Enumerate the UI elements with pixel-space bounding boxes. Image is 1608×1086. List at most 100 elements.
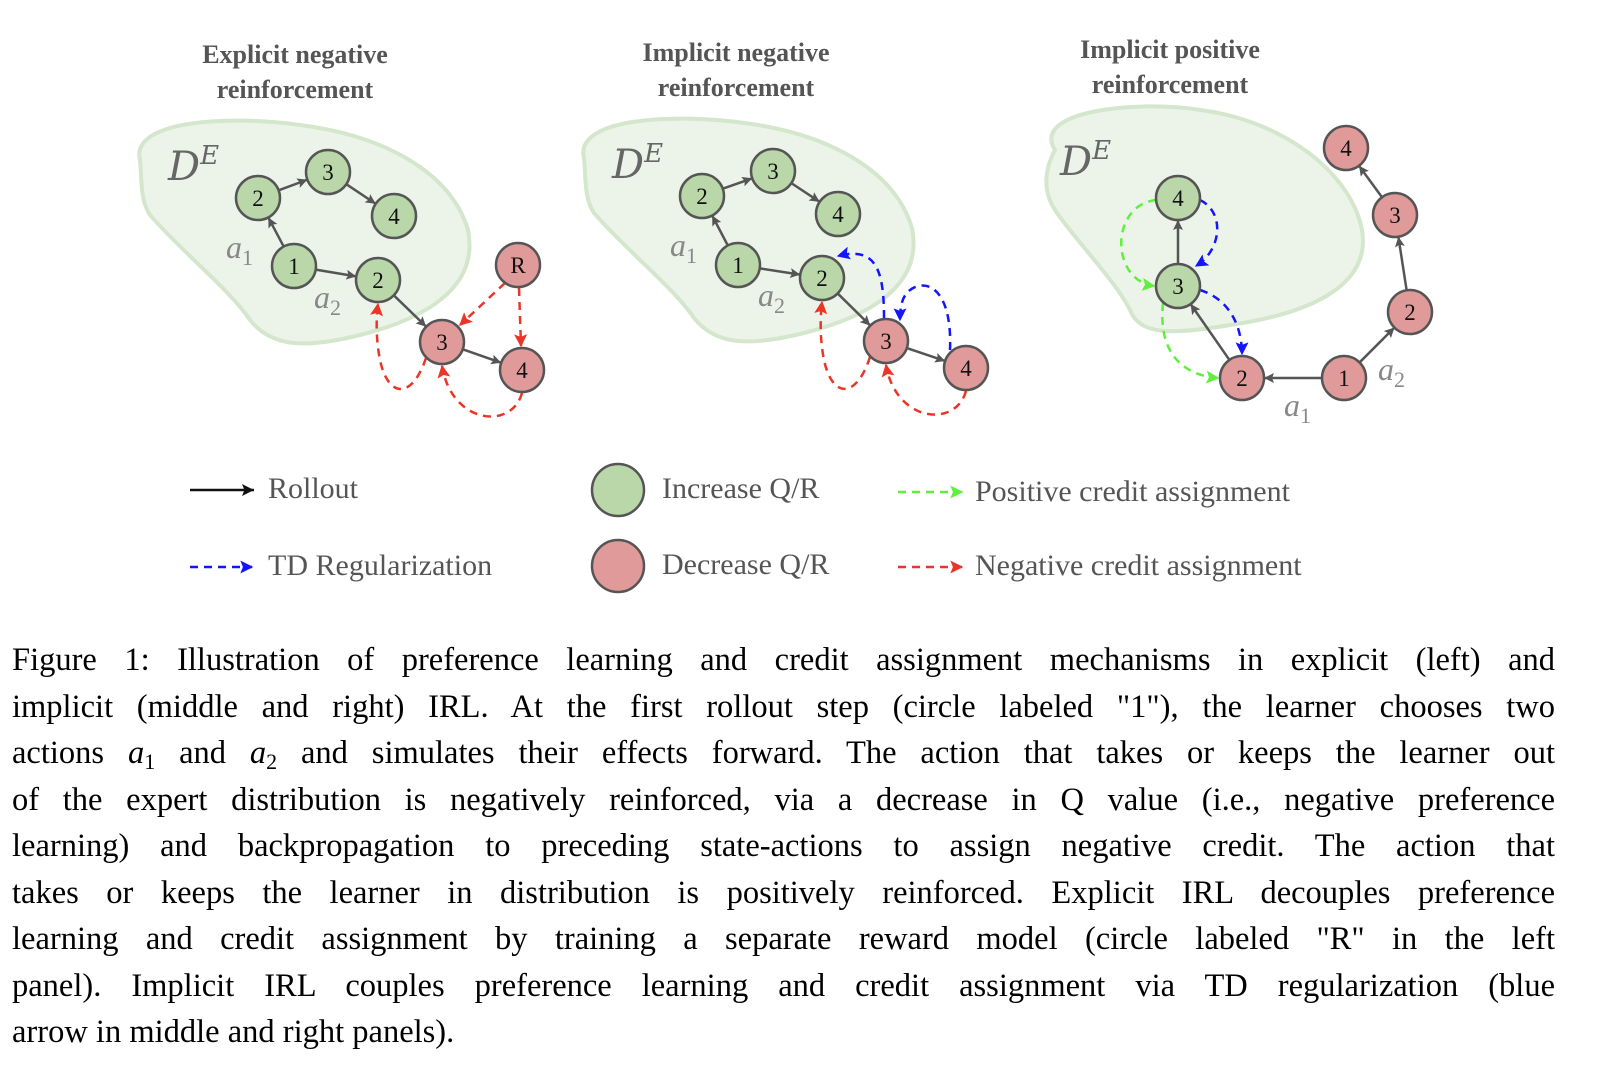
- caption-line: panel). Implicit IRL couples preference …: [12, 967, 1555, 1004]
- state-node-decrease: R: [494, 241, 542, 289]
- state-node-decrease: 3: [862, 317, 910, 365]
- td-regularization-arrow: [1199, 288, 1249, 356]
- positive-credit-arrow: [1161, 302, 1220, 384]
- node-label: 2: [252, 186, 264, 211]
- rollout-arrow: [267, 217, 285, 248]
- node-label: 1: [732, 253, 744, 278]
- panel-title-explicit-negative: Explicit negative reinforcement: [135, 37, 455, 107]
- node-label: 2: [1236, 366, 1248, 391]
- caption-line: arrow in middle and right panels).: [12, 1014, 455, 1050]
- node-label: 2: [1404, 300, 1416, 325]
- node-circle: [1371, 191, 1419, 239]
- panel-title-implicit-positive: Implicit positive reinforcement: [1010, 32, 1330, 102]
- node-label: 2: [372, 268, 384, 293]
- node-circle: [418, 318, 466, 366]
- node-circle: [714, 241, 762, 289]
- node-label: 1: [1338, 366, 1350, 391]
- node-circle: [1322, 124, 1370, 172]
- node-circle: [494, 241, 542, 289]
- state-node-increase: 2: [354, 256, 402, 304]
- rollout-arrow: [836, 292, 871, 326]
- expert-distribution-label: DE: [167, 141, 219, 190]
- state-node-increase: 3: [749, 147, 797, 195]
- state-node-increase: 2: [234, 174, 282, 222]
- caption-text: and simulates their effects forward. The…: [301, 735, 1555, 771]
- math-sub: 2: [266, 749, 278, 774]
- rollout-arrow: [1394, 236, 1408, 291]
- node-label: 3: [436, 330, 448, 355]
- node-circle: [354, 256, 402, 304]
- rollout-arrow: [1358, 165, 1384, 198]
- legend-negative-label: Negative credit assignment: [975, 549, 1302, 582]
- node-label: 2: [696, 184, 708, 209]
- legend-td-label: TD Regularization: [268, 549, 493, 582]
- state-node-increase: 4: [370, 192, 418, 240]
- caption-line: learning and credit assignment by traini…: [12, 921, 1555, 957]
- state-node-increase: 3: [304, 148, 352, 196]
- state-node-decrease: 1: [1320, 354, 1368, 402]
- rollout-arrow: [315, 268, 357, 280]
- state-node-decrease: 4: [498, 346, 546, 394]
- rollout-arrow: [711, 215, 729, 247]
- figure-caption: Figure 1: Illustration of preference lea…: [12, 637, 1555, 1056]
- node-circle: [678, 172, 726, 220]
- node-label: 3: [880, 329, 892, 354]
- node-label: 4: [832, 202, 844, 227]
- rollout-arrow: [392, 294, 427, 327]
- state-node-decrease: 2: [1386, 288, 1434, 336]
- state-node-decrease: 3: [418, 318, 466, 366]
- legend-decrease-circle: [590, 538, 646, 594]
- caption-line: actions a1 and a2 and simulates their ef…: [12, 730, 1555, 777]
- caption-line: learning) and backpropagation to precedi…: [12, 828, 1555, 864]
- node-label: 4: [516, 358, 528, 383]
- node-circle: [304, 148, 352, 196]
- panel-title-line: reinforcement: [1091, 70, 1249, 99]
- rollout-arrow: [722, 176, 753, 190]
- action-label-a2: a2: [1378, 351, 1405, 392]
- legend-positive-label: Positive credit assignment: [975, 475, 1290, 508]
- state-node-increase: 4: [814, 190, 862, 238]
- panel-title-line: Explicit negative: [202, 40, 388, 69]
- action-label-a1: a1: [1284, 387, 1311, 428]
- node-circle: [498, 346, 546, 394]
- node-label: 3: [1389, 203, 1401, 228]
- node-circle: [1218, 354, 1266, 402]
- panel-title-line: reinforcement: [657, 73, 815, 102]
- negative-credit-arrow: [437, 364, 524, 418]
- panel-title-implicit-negative: Implicit negative reinforcement: [576, 35, 896, 105]
- legend-decrease-label: Decrease Q/R: [662, 548, 830, 581]
- caption-line: takes or keeps the learner in distributi…: [12, 874, 1555, 911]
- td-regularization-arrow: [836, 246, 886, 319]
- node-label: 3: [322, 160, 334, 185]
- rollout-arrow: [759, 267, 801, 279]
- node-circle: [370, 192, 418, 240]
- node-circle: [1386, 288, 1434, 336]
- node-circle: [1154, 262, 1202, 310]
- node-label: 1: [288, 254, 300, 279]
- rollout-arrow: [906, 346, 946, 363]
- legend-increase-circle: [590, 462, 646, 518]
- state-node-decrease: 2: [1218, 354, 1266, 402]
- negative-credit-arrow: [459, 282, 506, 326]
- panel-title-line: reinforcement: [216, 75, 374, 104]
- node-label: 3: [1172, 274, 1184, 299]
- node-label: 4: [960, 356, 972, 381]
- node-circle: [862, 317, 910, 365]
- caption-line: Figure 1: Illustration of preference lea…: [12, 642, 1555, 678]
- node-circle: [942, 344, 990, 392]
- node-label: 3: [767, 159, 779, 184]
- state-node-decrease: 4: [942, 344, 990, 392]
- caption-text: actions: [12, 735, 105, 771]
- caption-line: implicit (middle and right) IRL. At the …: [12, 688, 1555, 725]
- td-regularization-arrow: [893, 284, 952, 351]
- rollout-arrow: [345, 183, 376, 205]
- panel-title-line: Implicit positive: [1080, 35, 1260, 64]
- rollout-arrow: [790, 182, 820, 203]
- node-label: 4: [1172, 186, 1184, 211]
- legend-increase-label: Increase Q/R: [662, 472, 820, 505]
- state-node-increase: 3: [1154, 262, 1202, 310]
- node-circle: [1154, 174, 1202, 222]
- math-a: a: [127, 735, 145, 771]
- node-label: 4: [388, 204, 400, 229]
